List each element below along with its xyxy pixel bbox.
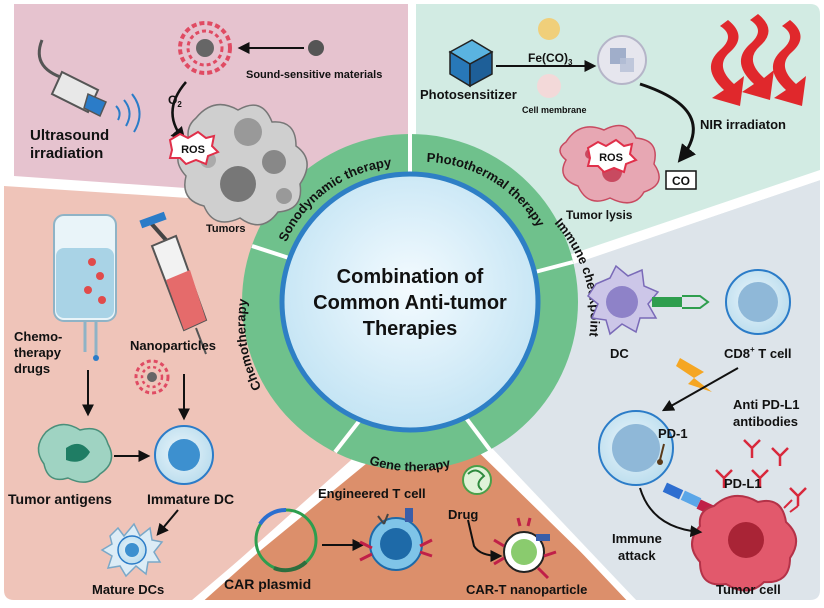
photo-ros-burst-icon bbox=[586, 138, 638, 174]
gene-arrow-2 bbox=[467, 519, 503, 562]
chemo-arrow-4 bbox=[156, 509, 179, 536]
center-title-line2: Common Anti-tumor bbox=[313, 292, 507, 314]
tumors-label: Tumors bbox=[206, 223, 246, 235]
anti-pdl1-label-line1: Anti PD-L1 bbox=[733, 397, 799, 412]
pd1-pointer bbox=[659, 443, 665, 461]
ultrasound-label-line2: irradiation bbox=[30, 145, 103, 162]
drug-label: Drug bbox=[448, 507, 478, 522]
cd8-t-cell-icon bbox=[725, 269, 791, 335]
receptor-link-icon bbox=[652, 295, 710, 309]
dc-label: DC bbox=[610, 346, 629, 361]
sono-ros-label: ROS bbox=[181, 144, 205, 156]
center-title-line1: Combination of bbox=[337, 266, 484, 288]
sound-sensitive-label: Sound-sensitive materials bbox=[246, 69, 382, 81]
co-box bbox=[665, 170, 697, 190]
nir-label: NIR irradiaton bbox=[700, 117, 786, 132]
immune-arrow-1 bbox=[661, 367, 739, 412]
dendritic-cell-icon bbox=[586, 264, 660, 336]
chemo-nanoparticle-icon bbox=[134, 359, 170, 395]
photo-ros-label: ROS bbox=[599, 152, 623, 164]
immature-dc-icon bbox=[154, 425, 214, 485]
mature-dc-icon bbox=[100, 522, 164, 578]
engineered-t-cell-icon bbox=[359, 508, 433, 571]
immune-attack-arrow bbox=[639, 487, 703, 538]
car-plasmid-label: CAR plasmid bbox=[224, 576, 311, 592]
syringe-icon bbox=[139, 211, 208, 355]
sonosensitizer-nanoparticle-icon bbox=[178, 21, 232, 75]
t-cell-icon bbox=[598, 410, 674, 486]
chemo-drugs-label-line2: therapy bbox=[14, 345, 62, 360]
immune-attack-label-line2: attack bbox=[618, 548, 656, 563]
nir-irradiation-arrows-icon bbox=[710, 14, 806, 106]
co-label: CO bbox=[672, 174, 690, 188]
chemo-drugs-label-line1: Chemo- bbox=[14, 329, 62, 344]
photosensitizer-label: Photosensitizer bbox=[420, 87, 517, 102]
tumor-lysis-label: Tumor lysis bbox=[566, 208, 633, 222]
o2-label: O2 bbox=[168, 93, 182, 109]
fe-co-particle-icon bbox=[538, 18, 560, 40]
cd8-t-cell-label: CD8+ T cell bbox=[724, 345, 792, 361]
center-title-line3: Therapies bbox=[363, 318, 457, 340]
tumor-cell-icon bbox=[691, 495, 799, 592]
car-t-nanoparticle-label: CAR-T nanoparticle bbox=[466, 582, 587, 597]
photosensitizer-cube-icon bbox=[448, 39, 494, 88]
ultrasound-label-line1: Ultrasound bbox=[30, 127, 109, 144]
pd1-marker bbox=[657, 459, 663, 465]
center-circle bbox=[279, 171, 541, 433]
ultrasound-probe-icon bbox=[37, 39, 141, 133]
tumor-antigens-label: Tumor antigens bbox=[8, 491, 112, 507]
iv-bag-icon bbox=[53, 214, 117, 361]
pdl1-label: PD-L1 bbox=[724, 476, 762, 491]
ring-dividers bbox=[251, 134, 574, 454]
tumor-cell-label: Tumor cell bbox=[716, 582, 781, 597]
car-plasmid-icon bbox=[254, 507, 318, 573]
mature-dcs-label: Mature DCs bbox=[92, 582, 164, 597]
cell-membrane-particle-icon bbox=[537, 74, 561, 98]
ros-burst-icon bbox=[168, 130, 220, 166]
fe-co-label: Fe(CO)3 bbox=[528, 51, 573, 67]
car-t-nanoparticle-icon bbox=[493, 517, 557, 580]
engineered-t-cell-label: Engineered T cell bbox=[318, 486, 426, 501]
chemo-drugs-label-line3: drugs bbox=[14, 361, 50, 376]
anti-pdl1-label-line2: antibodies bbox=[733, 414, 798, 429]
coated-nanoparticle-icon bbox=[597, 35, 647, 85]
lightning-icon bbox=[676, 358, 712, 392]
immature-dc-label: Immature DC bbox=[147, 491, 234, 507]
cell-membrane-label: Cell membrane bbox=[522, 105, 587, 115]
tumor-antigen-cell-icon bbox=[37, 423, 113, 483]
drug-nanoparticle-icon bbox=[462, 465, 492, 495]
nanoparticles-label: Nanoparticles bbox=[130, 338, 216, 353]
immune-attack-label-line1: Immune bbox=[612, 531, 662, 546]
tumor-cluster-icon bbox=[177, 103, 308, 226]
photo-curved-arrow bbox=[639, 82, 697, 163]
sound-sensitive-material-dot bbox=[308, 40, 324, 56]
pd1-label: PD-1 bbox=[658, 426, 688, 441]
antibody-icons bbox=[715, 439, 807, 506]
